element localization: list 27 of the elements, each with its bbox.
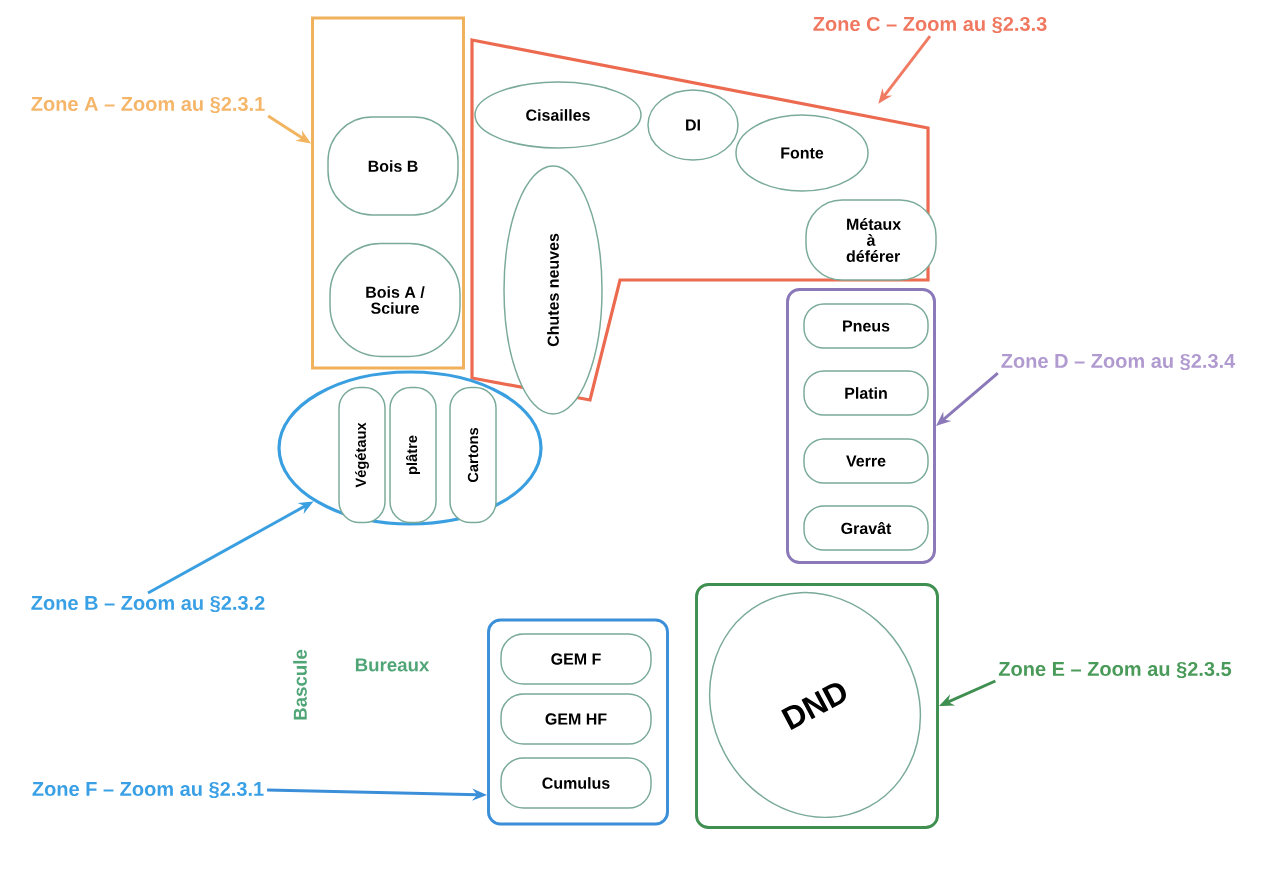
bin-box: Bois A / Sciure [329,242,461,358]
bin-box: Gravât [803,505,929,551]
bin-box: Végétaux [338,386,386,524]
bin-box: Verre [803,438,929,484]
zone-label: Zone F – Zoom au §2.3.1 [32,781,264,799]
bin-box: GEM HF [500,693,652,745]
zone-label: Zone A – Zoom au §2.3.1 [31,96,265,114]
bin-box: Métaux à déférer [805,199,937,281]
zone-label: Zone D – Zoom au §2.3.4 [1001,353,1236,371]
zone-outline [695,583,939,829]
zone-outline [311,16,465,370]
bin-box: Platin [803,370,929,416]
zone-label: Zone E – Zoom au §2.3.5 [998,661,1232,679]
area-label: Bureaux [355,658,430,672]
bin-box: Cartons [449,386,497,524]
bin-box: GEM F [500,633,652,685]
area-label: Bascule [293,649,307,720]
bin-box: Bois B [327,116,459,216]
zone-label: Zone B – Zoom au §2.3.2 [31,595,265,613]
zone-outline [470,38,930,402]
zone-outline [487,618,669,826]
zone-outline [786,288,936,564]
bin-box: plâtre [389,386,437,524]
bin-box: Cumulus [500,757,652,809]
zone-outline [277,370,543,526]
zone-label: Zone C – Zoom au §2.3.3 [813,16,1047,34]
bin-box: Pneus [803,303,929,349]
